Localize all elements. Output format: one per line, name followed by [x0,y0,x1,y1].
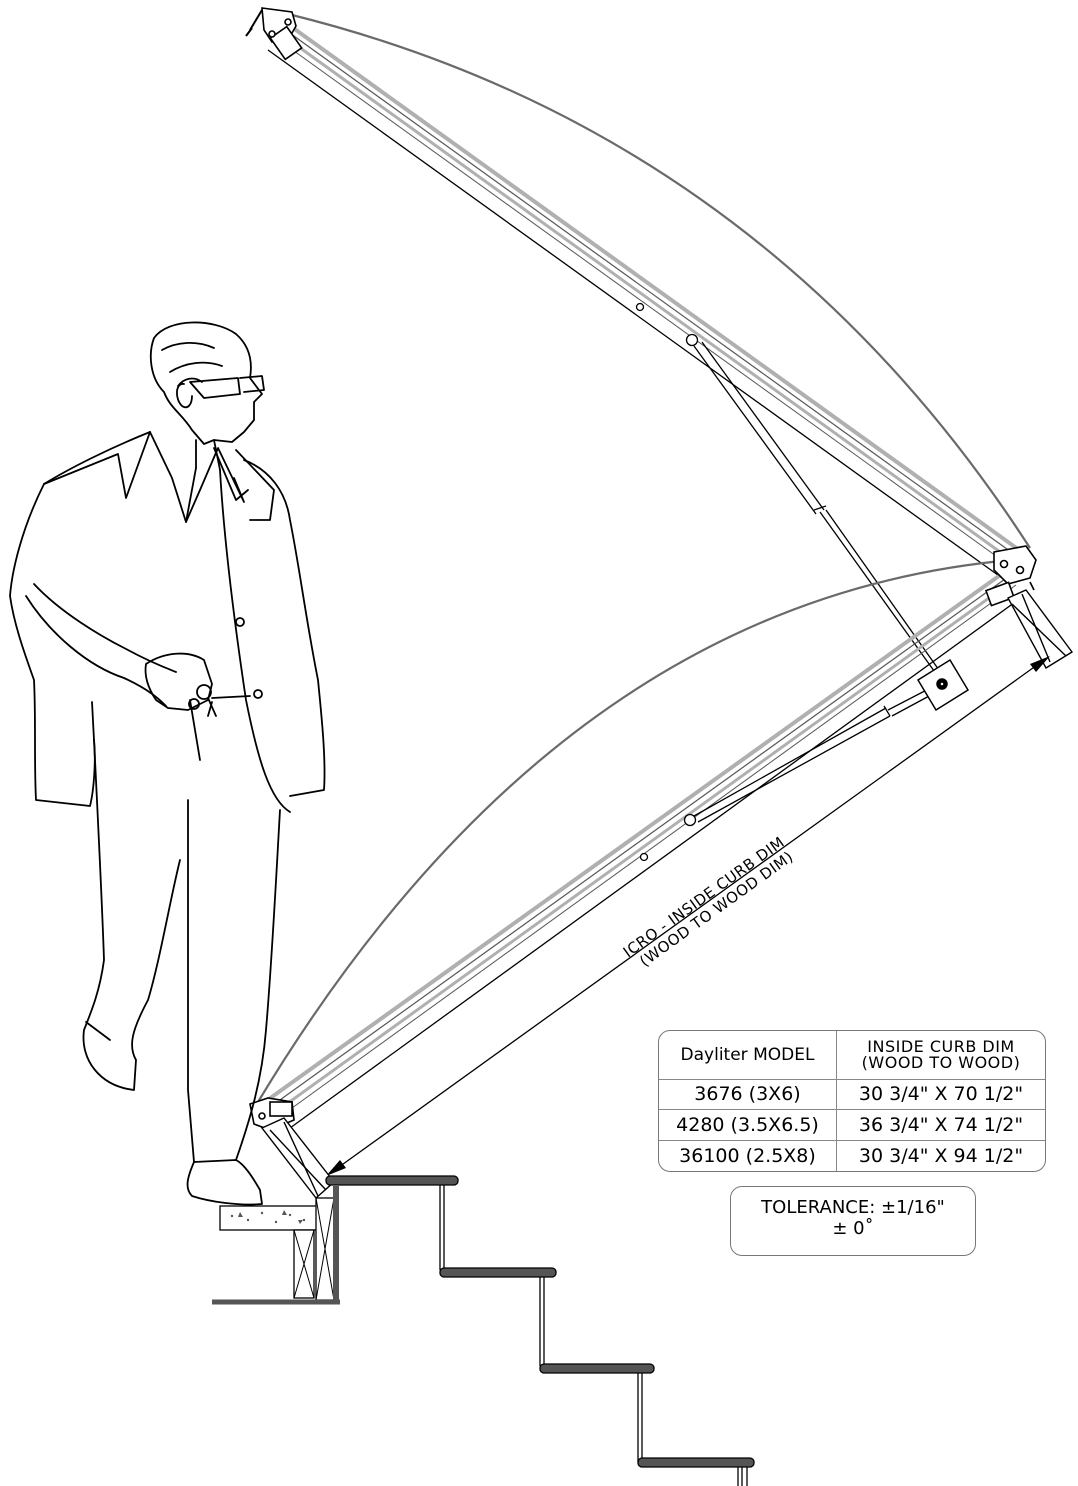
jacket-button-2 [253,689,263,699]
col-header-dim: INSIDE CURB DIM (WOOD TO WOOD) [836,1031,1045,1080]
model-dimension-table: Dayliter MODEL INSIDE CURB DIM (WOOD TO … [658,1030,1046,1172]
dim-arrow-bottom [326,1160,346,1176]
staircase [325,1175,755,1486]
operator-bracket [916,658,970,712]
person-figure [9,321,326,1206]
upper-dome-arc [287,12,1031,549]
upper-pivot-hole [635,302,645,312]
lower-glazing-2 [265,573,1013,1111]
table-header-row: Dayliter MODEL INSIDE CURB DIM (WOOD TO … [659,1031,1045,1080]
model-table: Dayliter MODEL INSIDE CURB DIM (WOOD TO … [659,1031,1045,1171]
table-row: 4280 (3.5X6.5) 36 3/4" X 74 1/2" [659,1109,1045,1142]
person-jacket [9,431,151,807]
tolerance-box: TOLERANCE: ±1/16" ± 0˚ [730,1186,976,1256]
row-dim: 36 3/4" X 74 1/2" [836,1109,1045,1142]
row-model: 3676 (3X6) [659,1078,837,1111]
floor-slab [219,1205,319,1231]
jacket-button-1 [235,617,245,627]
table-row: 36100 (2.5X8) 30 3/4" X 94 1/2" [659,1140,1045,1171]
curb-and-floor [212,1117,340,1305]
tolerance-line1: TOLERANCE: ±1/16" [761,1197,945,1218]
lower-sash [249,545,1074,1131]
person-shoe [186,1159,263,1206]
person-hand [144,652,213,711]
keys [196,684,212,700]
lower-dome-arc [257,558,1013,1103]
table-row: 3676 (3X6) 30 3/4" X 70 1/2" [659,1078,1045,1111]
stair-tread-2 [439,1267,557,1278]
upper-glazing-4 [275,37,1011,567]
upper-glazing-3 [277,30,1015,564]
row-model: 36100 (2.5X8) [659,1140,837,1171]
col-header-dim-line2: (WOOD TO WOOD) [861,1052,1021,1072]
dim-arrow-top [1030,656,1050,672]
right-curb-block [1007,589,1074,669]
row-model: 4280 (3.5X6.5) [659,1109,837,1142]
person-pants [82,739,181,1091]
hinge-corner-profile [984,545,1037,607]
col-header-model: Dayliter MODEL [659,1031,837,1080]
dim-label-line2: (WOOD TO WOOD DIM) [636,848,796,971]
stair-tread-1 [325,1175,459,1186]
tolerance-line2: ± 0˚ [832,1218,874,1239]
upper-frame-rail [267,49,1003,579]
lower-pivot-hole [639,852,649,862]
lower-glazing-1 [260,566,1012,1106]
stair-tread-3 [539,1363,655,1374]
upper-top-corner-profile [245,7,303,61]
lower-glazing-3 [269,578,1015,1118]
lower-gas-strut [683,681,945,827]
dim-label-line1: ICRO - INSIDE CURB DIM [620,833,788,961]
upper-sash [245,7,1031,683]
floor-slab-hatch [230,1210,306,1224]
row-dim: 30 3/4" X 94 1/2" [836,1140,1045,1171]
row-dim: 30 3/4" X 70 1/2" [836,1078,1045,1111]
lower-frame-rail [289,599,1019,1129]
eyeglasses [189,375,265,399]
upper-glazing-2 [279,25,1019,558]
left-curb-block [260,1117,335,1200]
upper-glazing-1 [280,18,1024,554]
col-header-dim-line1: INSIDE CURB DIM [867,1036,1015,1056]
stair-tread-4 [637,1457,755,1468]
person-head [149,321,263,445]
